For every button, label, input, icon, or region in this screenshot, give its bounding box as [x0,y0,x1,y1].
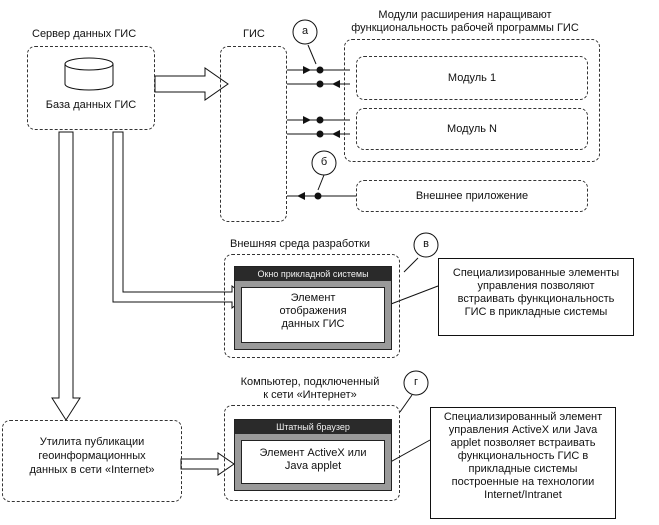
devenv-callout-line1: Специализированные элементы [452,267,620,279]
badge-c-label: в [423,238,429,250]
devenv-box [224,254,400,358]
server-to-gis-arrow [154,67,229,101]
internet-callout-line3: applet позволяет встраивать [450,437,596,449]
gis-display-element: Элемент отображения данных ГИС [241,287,385,343]
server-to-publish-arrow [51,131,81,421]
gis-display-line3: данных ГИС [281,318,345,330]
internet-callout-line2: управления ActiveX или Java [448,424,598,436]
app-window-titlebar: Окно прикладной системы [235,267,391,281]
internet-callout-line7: Internet/Intranet [484,489,562,501]
module1-label: Модуль 1 [447,72,497,84]
app-window: Окно прикладной системы Элемент отображе… [234,266,392,350]
gis-label: ГИС [243,28,265,40]
moduleN-lower-dot [316,130,324,138]
badge-d-circle [403,370,429,396]
modules-header-line1: Модули расширения наращивают [378,9,552,21]
module1-upper-arrowhead [303,66,311,74]
gis-box [220,46,287,222]
devenv-title: Внешняя среда разработки [230,238,371,250]
publish-line3: данных в сети «Internet» [29,464,155,476]
publish-line1: Утилита публикации [39,436,145,448]
internet-title-line2: к сети «Интернет» [263,389,357,401]
moduleN-label: Модуль N [447,123,497,135]
moduleN-box [356,108,588,150]
database-label: База данных ГИС [45,99,137,111]
badge-a-label: а [301,25,309,37]
badge-b-pointer [317,174,325,191]
module1-lower-arrowhead [332,80,340,88]
devenv-callout-box: Специализированные элементы управления п… [438,258,634,336]
server-title: Сервер данных ГИС [32,28,137,40]
publish-utility-box [2,420,182,502]
devenv-callout-line4: ГИС в прикладные системы [464,306,608,318]
badge-c-circle [413,232,439,258]
activex-line2: Java applet [284,460,342,472]
gis-display-line2: отображения [279,305,347,317]
internet-callout-line4: функциональность ГИС в [457,450,589,462]
moduleN-lower-arrowhead [332,130,340,138]
moduleN-upper-arrowhead [303,116,311,124]
badge-b-label: б [320,156,328,168]
badge-a-circle [292,19,318,45]
internet-callout-line1: Специализированный элемент [443,411,603,423]
module1-box [356,56,588,100]
activex-line1: Элемент ActiveX или [259,447,367,459]
browser-window: Штатный браузер Элемент ActiveX или Java… [234,419,392,491]
moduleN-upper-dot [316,116,324,124]
internet-callout-line5: прикладные системы [468,463,578,475]
publish-line2: геоинформационных [38,450,146,462]
activex-element: Элемент ActiveX или Java applet [241,440,385,484]
devenv-callout-line3: встраивать функциональность [457,293,615,305]
external-app-dot [314,192,322,200]
badge-b-circle [311,150,337,176]
modules-group-box [344,39,600,162]
internet-box [224,405,400,501]
modules-header-line2: функциональность рабочей программы ГИС [351,22,579,34]
publish-to-internet-arrow [180,452,235,476]
badge-d-label: г [413,376,418,388]
badge-d-pointer [399,394,413,413]
badge-c-pointer [403,257,419,273]
external-app-label: Внешнее приложение [415,190,529,202]
server-box [27,46,155,130]
internet-callout-box: Специализированный элемент управления Ac… [430,407,616,519]
internet-title-line1: Компьютер, подключенный [240,376,380,388]
database-icon [64,57,114,91]
external-app-box [356,180,588,212]
browser-titlebar: Штатный браузер [235,420,391,434]
module1-lower-dot [316,80,324,88]
devenv-callout-line2: управления позволяют [477,280,595,292]
module1-upper-dot [316,66,324,74]
external-app-arrowhead [297,192,305,200]
gis-display-line1: Элемент [290,292,336,304]
internet-callout-line6: построенные на технологии [451,476,595,488]
badge-a-pointer [307,44,317,65]
